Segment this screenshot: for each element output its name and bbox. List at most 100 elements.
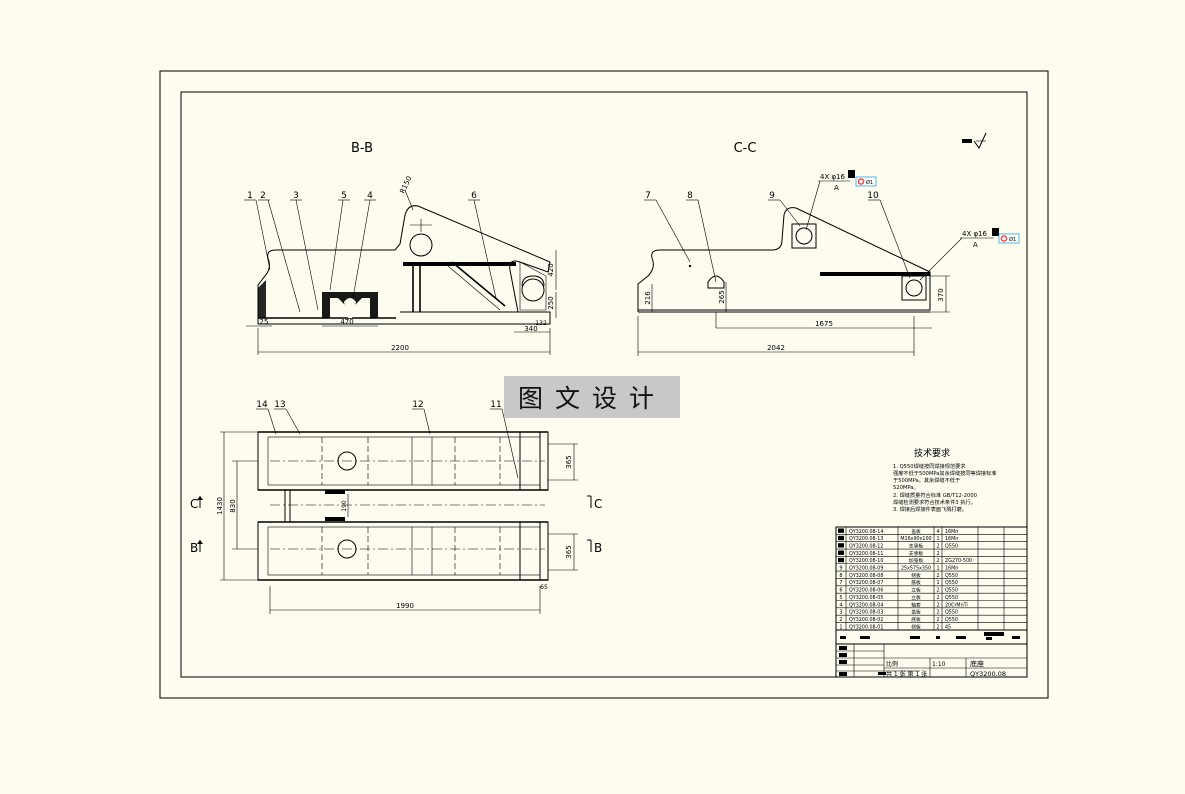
bom-cell-mat: Q550: [945, 617, 958, 623]
bom-cell-name: 加强板: [909, 557, 924, 564]
bom-cell-name: M16x90x100: [900, 536, 931, 542]
title-part-name: 底座: [970, 659, 984, 668]
bb-dim-25: 25: [260, 318, 269, 326]
plan-lower-frame: [257, 521, 549, 581]
cc-callout-7: 7: [645, 191, 651, 201]
bom-cell-qty: 2: [936, 602, 939, 608]
cc-hole-note-1: 4X φ16: [820, 173, 846, 181]
bom-row: 6 QY3200.08-06 立板 2 Q550: [839, 587, 958, 594]
plan-dim-830: 830: [229, 499, 237, 512]
bom-cell-qty: 2: [936, 617, 939, 623]
cc-bushing-2: [901, 275, 927, 301]
cc-dim-1675: 1675: [815, 320, 833, 328]
bb-dim-340: 340: [524, 325, 537, 333]
cc-outline: [637, 207, 931, 312]
section-mark-b-left: B: [190, 541, 198, 555]
bb-dim-132: 132: [535, 320, 547, 327]
plan-dim-365-upper: 365: [565, 455, 573, 468]
section-mark-c-right: C: [594, 497, 602, 511]
cc-dim-2042: 2042: [767, 344, 785, 352]
bom-cell-name: 底板: [911, 616, 921, 623]
section-mark-c-left: C: [190, 497, 198, 511]
surface-roughness-symbol: [962, 132, 987, 149]
bom-cell-qty: 2: [936, 543, 939, 549]
bom-cell-qty: 2: [936, 551, 939, 557]
bom-cell-mat: Q550: [945, 610, 958, 616]
bom-cell-code: QY3200.08-03: [849, 610, 883, 616]
bb-pin-hole: [409, 233, 433, 257]
bom-cell-mat: 16Mn: [945, 536, 958, 542]
bb-radius-label: R150: [399, 175, 414, 195]
bom-cell-no: 5: [839, 595, 842, 601]
bom-cell-name: 侧板: [911, 572, 921, 579]
bb-dim-470: 470: [340, 318, 353, 326]
bom-cell-no: 6: [839, 588, 842, 594]
bom-cell-mat: Q550: [945, 543, 958, 549]
bom-cell-mat: 16Mn: [945, 529, 958, 535]
bom-cell-qty: 1: [936, 566, 939, 572]
plan-callout-13: 13: [274, 400, 285, 410]
bom-cell-mat: Q550: [945, 588, 958, 594]
bom-cell-no: 8: [839, 573, 842, 579]
bb-view-title: B-B: [351, 141, 373, 156]
bom-cell-name: 立板: [911, 587, 921, 594]
cc-datum-2: A: [973, 241, 978, 249]
plan-callout-11: 11: [490, 400, 501, 410]
bom-cell-qty: 1: [936, 536, 939, 542]
bom-cell-no: 2: [839, 617, 842, 623]
bom-cell-name: 25x575x350: [901, 566, 931, 572]
bom-cell-name: 支承板: [909, 550, 924, 557]
bom-cell-no: 9: [839, 566, 842, 572]
bom-cell-qty: 2: [936, 558, 939, 564]
bom-cell-name: 立板: [911, 594, 921, 601]
bom-cell-qty: 2: [936, 588, 939, 594]
tech-line-4: 520MPa。: [893, 485, 919, 491]
tech-line-5: 2. 焊缝质量符合标准 GB/T12-2000: [893, 491, 977, 499]
bb-callout-5: 5: [341, 191, 347, 201]
bb-callout-1: 1: [247, 191, 253, 201]
watermark: 图文设计: [504, 376, 680, 418]
bb-callout-2: 2: [260, 191, 266, 201]
bom-cell-no: 4: [839, 602, 842, 608]
cc-dim-370: 370: [937, 288, 945, 301]
bom-cell-qty: 1: [936, 580, 939, 586]
bom-cell-code: QY3200.08-07: [849, 580, 883, 586]
bom-cell-no: 7: [839, 580, 842, 586]
bom-cell-code: QY3200.08-14: [849, 529, 883, 535]
tech-line-1: 1. Q550焊缝按同焊接规范要求: [893, 462, 966, 470]
tech-line-2: 强度不低于500MPa其余焊缝按同等焊接标准: [893, 469, 996, 477]
bom-cell-no: 3: [839, 610, 842, 616]
cc-callout-8: 8: [687, 191, 693, 201]
plan-dim-1430: 1430: [216, 497, 224, 515]
bom-cell-mat: 16Mn: [945, 566, 958, 572]
bom-cell-qty: 2: [936, 573, 939, 579]
bb-callout-6: 6: [471, 191, 477, 201]
bom-cell-name: 侧板: [911, 623, 921, 630]
tech-line-6: 焊缝检测要求符合技术条件3 执行。: [893, 498, 976, 506]
plan-callout-12: 12: [412, 400, 423, 410]
outer-frame: [159, 70, 1049, 699]
bom-cell-code: QY3200.08-06: [849, 588, 883, 594]
section-mark-b-right: B: [594, 541, 602, 555]
bom-cell-qty: 2: [936, 610, 939, 616]
bb-callout-4: 4: [367, 191, 373, 201]
inner-frame: [180, 91, 1028, 678]
cc-datum-1: A: [834, 184, 839, 192]
cc-hole-note-2: 4X φ16: [962, 230, 988, 238]
cc-tolerance-2: Ø1: [1009, 236, 1016, 243]
bom-cell-mat: Q550: [945, 580, 958, 586]
plan-view: 14 13 12 11 1430 830 365 365 190 1990 65…: [190, 400, 602, 614]
bom-cell-mat: Q550: [945, 573, 958, 579]
bom-cell-qty: 2: [936, 624, 939, 630]
plan-callout-14: 14: [256, 400, 268, 410]
bom-cell-no: 1: [839, 624, 842, 630]
cc-view-title: C-C: [734, 141, 757, 156]
